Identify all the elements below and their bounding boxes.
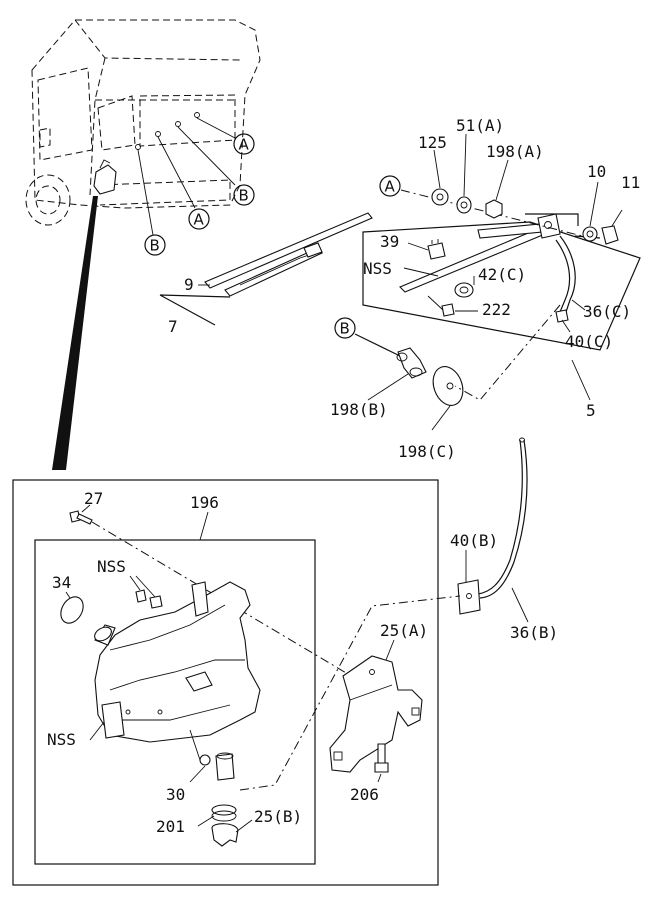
label-39: 39 (380, 232, 399, 251)
label-30: 30 (166, 785, 185, 804)
label-11: 11 (621, 173, 640, 192)
hose-36b (477, 437, 528, 599)
ref-circle-b-3: B (334, 317, 356, 339)
label-nss-1: NSS (363, 259, 392, 278)
leader-39 (407, 242, 429, 251)
label-40c: 40(C) (565, 332, 613, 351)
hose-route-line (239, 595, 461, 791)
label-5: 5 (586, 401, 596, 420)
leader-51a (463, 133, 467, 197)
part-25a-bracket (329, 655, 423, 773)
leader-206 (377, 773, 382, 783)
part-25b-bracket (211, 823, 239, 847)
label-222: 222 (482, 300, 511, 319)
ref-circle-b-2: B (144, 234, 166, 256)
part-11-cap (601, 209, 623, 245)
leader-196 (199, 511, 209, 541)
label-198b: 198(B) (330, 400, 388, 419)
vehicle-outline (25, 19, 261, 236)
washer-tank (94, 581, 261, 761)
ref-circle-b-1: B (233, 184, 255, 206)
label-27: 27 (84, 489, 103, 508)
label-201: 201 (156, 817, 185, 836)
leader-125 (433, 149, 441, 189)
leader-nss3 (89, 721, 105, 741)
label-36b: 36(B) (510, 623, 558, 642)
label-34: 34 (52, 573, 71, 592)
label-25a: 25(A) (380, 621, 428, 640)
leader-27 (81, 504, 91, 513)
part-39-clip (427, 239, 446, 260)
pointer-arrow (52, 196, 98, 470)
part-222-screw (427, 295, 455, 317)
label-196: 196 (190, 493, 219, 512)
label-10: 10 (587, 162, 606, 181)
ref-circle-a-3: A (379, 175, 401, 197)
part-34-cap (60, 596, 84, 624)
leader-198c (431, 405, 451, 431)
label-51a: 51(A) (456, 116, 504, 135)
label-125: 125 (418, 133, 447, 152)
part-198c-washer (432, 366, 464, 406)
ref-circle-a-1: A (233, 133, 255, 155)
leader-36c (571, 299, 586, 311)
svg-text:A: A (239, 136, 250, 154)
part-198a-nut (485, 199, 503, 219)
leader-36b (511, 587, 529, 623)
leader-198a (495, 159, 509, 201)
part-125-cap (431, 188, 449, 206)
label-36c: 36(C) (583, 302, 631, 321)
label-7: 7 (168, 317, 178, 336)
leader-b3 (354, 333, 401, 357)
inset-box (12, 479, 439, 886)
leader-nss1 (403, 267, 439, 277)
part-10-nut (582, 226, 598, 242)
label-9: 9 (184, 275, 194, 294)
ref-circle-a-2: A (188, 208, 210, 230)
leader-30 (189, 765, 206, 783)
label-198c: 198(C) (398, 442, 456, 461)
label-nss-2: NSS (97, 557, 126, 576)
part-27-bolt (69, 510, 93, 525)
leader-40c (561, 319, 571, 333)
label-42c: 42(C) (478, 265, 526, 284)
leader-25b (235, 819, 253, 833)
leader-25a (385, 639, 395, 661)
label-25b: 25(B) (254, 807, 302, 826)
part-30-pump (199, 752, 235, 781)
leader-201 (197, 815, 215, 827)
label-40b: 40(B) (450, 531, 498, 550)
hose-centerline (454, 304, 561, 401)
svg-text:B: B (340, 320, 350, 338)
label-nss-3: NSS (47, 730, 76, 749)
svg-text:A: A (194, 211, 205, 229)
part-51a-washer (456, 196, 472, 214)
svg-text:A: A (385, 178, 396, 196)
leader-198b (367, 373, 409, 401)
leader-34 (65, 591, 71, 599)
leader-5 (571, 359, 591, 401)
part-nss-fittings (129, 575, 163, 609)
svg-text:B: B (239, 187, 249, 205)
label-206: 206 (350, 785, 379, 804)
part-201-ring (211, 804, 237, 822)
tank-box (34, 539, 316, 865)
part-40b-clip (457, 579, 481, 615)
part-206-bolt (374, 743, 389, 773)
part-42c-grommet (454, 282, 474, 298)
part-198b-grommet (396, 347, 427, 379)
leader-10 (589, 181, 599, 227)
label-198a: 198(A) (486, 142, 544, 161)
wiper-blade (159, 212, 373, 326)
svg-text:B: B (150, 237, 160, 255)
